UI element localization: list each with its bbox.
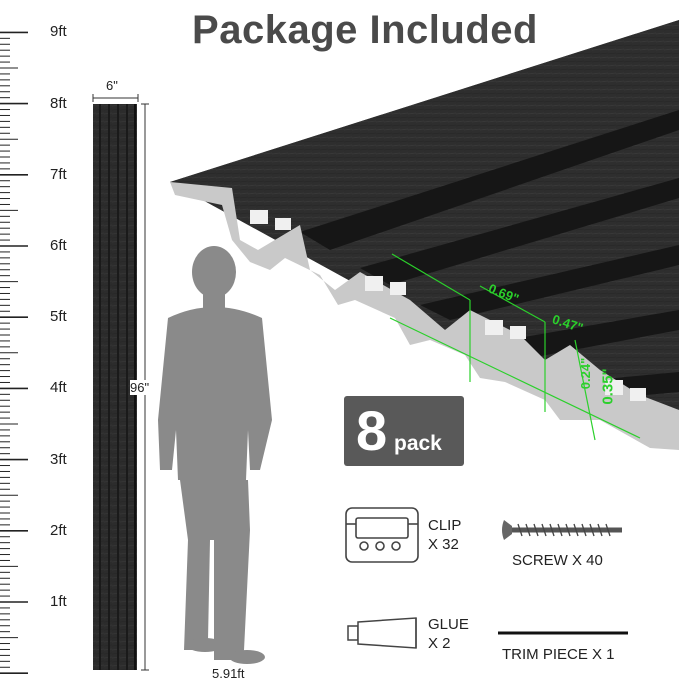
pack-word: pack	[394, 432, 442, 455]
ruler-label: 1ft	[50, 593, 67, 610]
ruler-label: 2ft	[50, 521, 67, 539]
profile-dim-024: 0.24"	[578, 357, 594, 390]
profile-dimension-lines	[389, 253, 641, 441]
panel-cross-section	[170, 20, 679, 450]
person-silhouette	[158, 246, 272, 664]
pack-number: 8	[356, 399, 388, 462]
person-height-label: 5.91ft	[212, 666, 245, 681]
ruler-label: 6ft	[50, 237, 67, 254]
ruler-label: 7ft	[50, 165, 67, 183]
glue-label: GLUE X 2	[428, 615, 469, 653]
ruler-label: 4ft	[50, 379, 67, 397]
clip-label: CLIP X 32	[428, 516, 461, 554]
clip-name: CLIP	[428, 517, 462, 534]
page-title: Package Included	[192, 8, 538, 52]
clip-qty: X 32	[428, 536, 459, 553]
trim-label: TRIM PIECE X 1	[502, 646, 615, 663]
glue-qty: X 2	[428, 635, 451, 652]
ruler-label: 8ft	[50, 94, 67, 112]
ruler-label: 9ft	[50, 23, 67, 41]
screw-label: SCREW X 40	[512, 552, 603, 569]
screw-icon	[502, 520, 622, 540]
glue-icon	[347, 617, 417, 649]
ruler-label: 5ft	[50, 308, 67, 326]
glue-name: GLUE	[428, 616, 469, 633]
ruler-label: 3ft	[50, 450, 67, 468]
pack-badge: 8 pack	[344, 396, 464, 466]
profile-dim-035: 0.35"	[599, 368, 617, 405]
width-label: 6"	[106, 78, 118, 93]
length-label: 96"	[130, 380, 150, 395]
clip-icon	[345, 507, 419, 563]
